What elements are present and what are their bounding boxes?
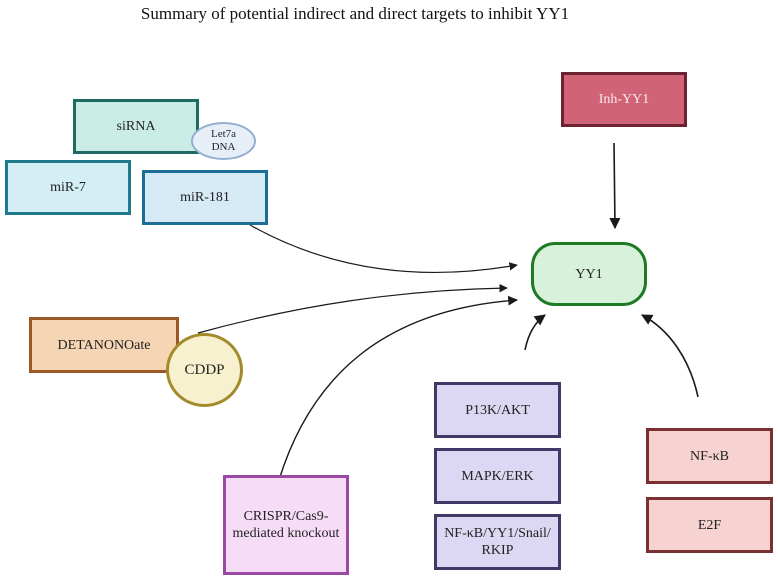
node-yy1-label: YY1 <box>575 266 603 282</box>
node-e2f: E2F <box>646 497 773 553</box>
node-crispr-cas9: CRISPR/Cas9- mediated knockout <box>223 475 349 575</box>
node-detanonoate: DETANONOate <box>29 317 179 373</box>
node-mapk-erk: MAPK/ERK <box>434 448 561 504</box>
node-pi3k-akt-label: P13K/AKT <box>465 402 530 418</box>
node-mir-181: miR-181 <box>142 170 268 225</box>
node-mir-181-label: miR-181 <box>180 190 230 205</box>
node-let7a-dna: Let7a DNA <box>191 122 256 160</box>
edge-mir181-yy1 <box>249 224 518 273</box>
node-sirna: siRNA <box>73 99 199 154</box>
edge-nfkb-yy1 <box>641 314 699 398</box>
edge-inh-yy1 <box>609 142 621 230</box>
node-nfkb-yy1-snail-rkip-label: NF-κB/YY1/Snail/ RKIP <box>444 526 551 558</box>
node-cddp-label: CDDP <box>184 361 225 378</box>
edge-cddp-yy1 <box>197 283 508 334</box>
node-crispr-cas9-label: CRISPR/Cas9- mediated knockout <box>232 509 340 541</box>
node-inh-yy1: Inh-YY1 <box>561 72 687 127</box>
node-nfkb-yy1-snail-rkip: NF-κB/YY1/Snail/ RKIP <box>434 514 561 570</box>
node-yy1: YY1 <box>531 242 647 306</box>
node-mir-7-label: miR-7 <box>50 180 86 195</box>
node-mir-7: miR-7 <box>5 160 131 215</box>
edge-pi3k-yy1 <box>524 314 546 351</box>
node-nf-kb: NF-κB <box>646 428 773 484</box>
node-cddp: CDDP <box>166 333 243 407</box>
node-pi3k-akt: P13K/AKT <box>434 382 561 438</box>
node-inh-yy1-label: Inh-YY1 <box>598 92 650 107</box>
diagram-title: Summary of potential indirect and direct… <box>140 4 570 23</box>
node-let7a-dna-label: Let7a DNA <box>210 128 237 153</box>
node-e2f-label: E2F <box>697 517 722 533</box>
node-sirna-label: siRNA <box>116 119 156 134</box>
node-detanonoate-label: DETANONOate <box>57 337 151 353</box>
node-mapk-erk-label: MAPK/ERK <box>461 468 534 484</box>
node-nf-kb-label: NF-κB <box>690 448 729 464</box>
edge-crispr-yy1 <box>278 295 518 481</box>
